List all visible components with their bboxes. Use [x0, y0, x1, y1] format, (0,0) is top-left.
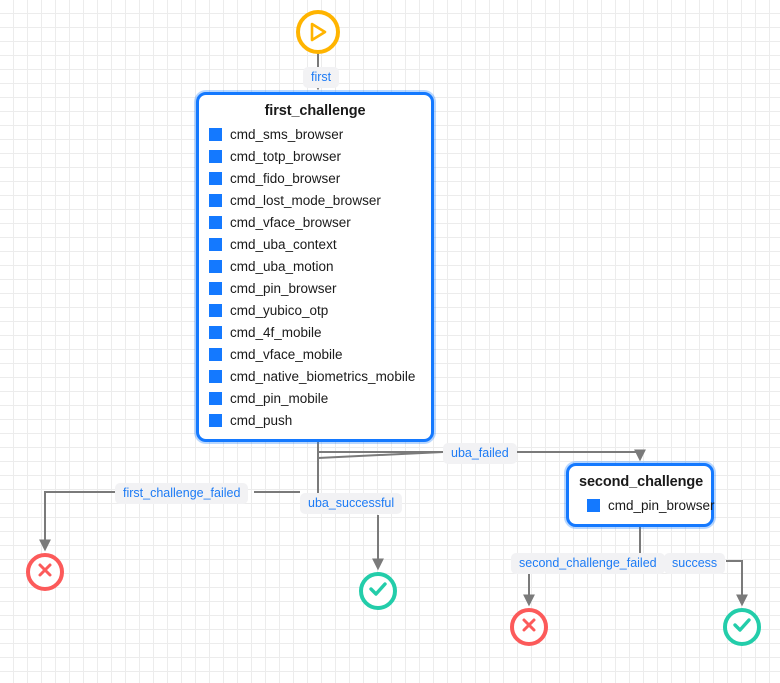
- node-item[interactable]: cmd_sms_browser: [209, 123, 421, 145]
- command-square-icon: [209, 193, 222, 207]
- node-terminal-fail-1[interactable]: [26, 553, 64, 591]
- node-item[interactable]: cmd_vface_mobile: [209, 343, 421, 365]
- check-circle-icon: [367, 579, 389, 604]
- node-item-label: cmd_pin_browser: [608, 497, 715, 513]
- command-square-icon: [587, 498, 600, 512]
- edge-label-first[interactable]: first: [303, 67, 340, 88]
- node-first-challenge[interactable]: first_challenge cmd_sms_browser cmd_totp…: [196, 92, 434, 442]
- play-icon: [309, 22, 327, 42]
- node-title: second_challenge: [579, 474, 704, 490]
- node-item[interactable]: cmd_pin_browser: [579, 494, 715, 516]
- node-terminal-success-2[interactable]: [723, 608, 761, 646]
- node-item-label: cmd_fido_browser: [230, 170, 341, 186]
- command-square-icon: [209, 127, 222, 141]
- node-item-label: cmd_uba_context: [230, 236, 337, 252]
- node-item-label: cmd_pin_browser: [230, 280, 337, 296]
- node-item[interactable]: cmd_totp_browser: [209, 145, 421, 167]
- node-item[interactable]: cmd_uba_context: [209, 233, 421, 255]
- node-second-challenge[interactable]: second_challenge cmd_pin_browser: [566, 463, 715, 527]
- node-item-label: cmd_uba_motion: [230, 258, 334, 274]
- command-square-icon: [209, 171, 222, 185]
- node-item-label: cmd_totp_browser: [230, 148, 342, 164]
- command-square-icon: [209, 347, 222, 361]
- node-item[interactable]: cmd_pin_browser: [209, 277, 421, 299]
- command-square-icon: [209, 413, 222, 427]
- command-square-icon: [209, 303, 222, 317]
- node-item-label: cmd_pin_mobile: [230, 390, 329, 406]
- edge-fcf-2: [39, 491, 115, 552]
- command-square-icon: [209, 369, 222, 383]
- node-item[interactable]: cmd_fido_browser: [209, 167, 421, 189]
- x-circle-icon: [35, 560, 55, 585]
- node-item[interactable]: cmd_vface_browser: [209, 211, 421, 233]
- command-square-icon: [209, 215, 222, 229]
- command-square-icon: [209, 237, 222, 251]
- command-square-icon: [209, 325, 222, 339]
- node-terminal-success-1[interactable]: [359, 572, 397, 610]
- edge-label-second-challenge-failed[interactable]: second_challenge_failed: [511, 553, 665, 574]
- edge-success: [726, 560, 748, 607]
- x-circle-icon: [519, 615, 539, 640]
- node-item-label: cmd_4f_mobile: [230, 324, 322, 340]
- edge-label-success[interactable]: success: [664, 553, 726, 574]
- node-item-label: cmd_lost_mode_browser: [230, 192, 381, 208]
- node-title: first_challenge: [264, 103, 366, 119]
- node-item[interactable]: cmd_uba_motion: [209, 255, 421, 277]
- edge-label-first-challenge-failed[interactable]: first_challenge_failed: [115, 483, 249, 504]
- node-item[interactable]: cmd_lost_mode_browser: [209, 189, 421, 211]
- node-item-label: cmd_push: [230, 412, 293, 428]
- node-item[interactable]: cmd_push: [209, 409, 421, 431]
- check-circle-icon: [731, 615, 753, 640]
- node-item[interactable]: cmd_yubico_otp: [209, 299, 421, 321]
- node-item-label: cmd_yubico_otp: [230, 302, 329, 318]
- node-item[interactable]: cmd_pin_mobile: [209, 387, 421, 409]
- edge-label-uba-failed[interactable]: uba_failed: [443, 443, 517, 464]
- command-square-icon: [209, 391, 222, 405]
- node-item[interactable]: cmd_native_biometrics_mobile: [209, 365, 421, 387]
- node-terminal-fail-2[interactable]: [510, 608, 548, 646]
- node-item-label: cmd_vface_browser: [230, 214, 351, 230]
- start-node[interactable]: [296, 10, 340, 54]
- node-item-label: cmd_native_biometrics_mobile: [230, 368, 416, 384]
- node-item[interactable]: cmd_4f_mobile: [209, 321, 421, 343]
- command-square-icon: [209, 149, 222, 163]
- node-item-label: cmd_sms_browser: [230, 126, 344, 142]
- command-square-icon: [209, 259, 222, 273]
- edge-uba-failed-2: [509, 449, 646, 462]
- command-square-icon: [209, 281, 222, 295]
- edge-label-uba-successful[interactable]: uba_successful: [300, 493, 403, 514]
- node-item-label: cmd_vface_mobile: [230, 346, 343, 362]
